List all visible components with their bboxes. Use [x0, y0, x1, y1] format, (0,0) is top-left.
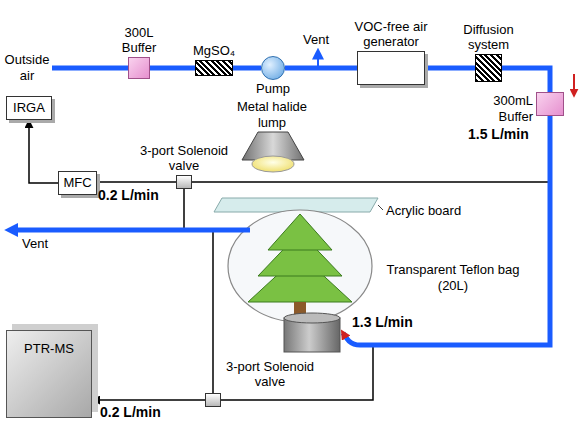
flow-rate: 0.2 L/min [98, 187, 159, 204]
filter-box: MgSO₄ [195, 60, 233, 76]
tube-line [29, 120, 58, 183]
vent-label: Vent [303, 32, 329, 48]
node-label: Diffusion system [453, 22, 525, 53]
node-label: 3-port Solenoid valve [218, 359, 322, 390]
supply-line [343, 116, 550, 345]
buffer-box: 300L Buffer [128, 57, 150, 79]
generator-box: VOC-free air generator [357, 51, 425, 85]
pump-circle: Pump [261, 56, 285, 80]
vent-label: Vent [22, 236, 48, 252]
air-line [233, 66, 261, 71]
air-line [285, 66, 357, 71]
air-line [425, 66, 475, 71]
lamp-label: Metal halide lump [222, 99, 322, 130]
node-label: PTR-MS [24, 341, 74, 357]
tube-line [221, 116, 550, 400]
lamp-bulb [252, 156, 294, 172]
tree [268, 214, 332, 250]
vent-line [317, 50, 319, 68]
tube-line [192, 116, 550, 182]
solenoid-valve: 3-port Solenoid valve [176, 175, 192, 189]
tube-line [92, 399, 205, 401]
diffusion-box: Diffusion system [475, 54, 502, 82]
flow-rate: 1.3 L/min [352, 314, 413, 331]
analyzer-box: IRGA [6, 96, 52, 120]
pot-rim [284, 313, 340, 323]
inlet-line [52, 66, 128, 71]
sample-line [183, 189, 185, 230]
flow-rate: 0.2 L/min [100, 404, 161, 421]
flow-arrow [573, 74, 575, 96]
sample-line [212, 230, 214, 393]
node-label: VOC-free air generator [339, 19, 443, 50]
bag-label: Transparent Teflon bag (20L) [372, 262, 534, 293]
solenoid-valve: 3-port Solenoid valve [205, 393, 221, 407]
flow-controller: MFC [58, 171, 97, 195]
vent-line [14, 228, 250, 233]
node-label: 3-port Solenoid valve [132, 143, 236, 174]
inlet-label: Outside air [2, 52, 52, 83]
air-line [502, 68, 550, 92]
node-label: 300L Buffer [111, 25, 167, 56]
node-label: 300mL Buffer [483, 93, 533, 124]
flow-rate: 1.5 L/min [468, 126, 529, 143]
tube-line [97, 181, 176, 183]
node-label: Pump [243, 81, 303, 97]
buffer-box: 300mL Buffer [536, 92, 564, 116]
node-label: MgSO₄ [179, 43, 249, 59]
air-line [150, 66, 195, 71]
node-label: MFC [63, 175, 91, 191]
leader-line [378, 205, 383, 210]
teflon-bag [228, 210, 372, 322]
board-label: Acrylic board [386, 203, 461, 219]
node-label: IRGA [13, 100, 45, 116]
ptr-ms-box: PTR-MS [6, 330, 92, 418]
